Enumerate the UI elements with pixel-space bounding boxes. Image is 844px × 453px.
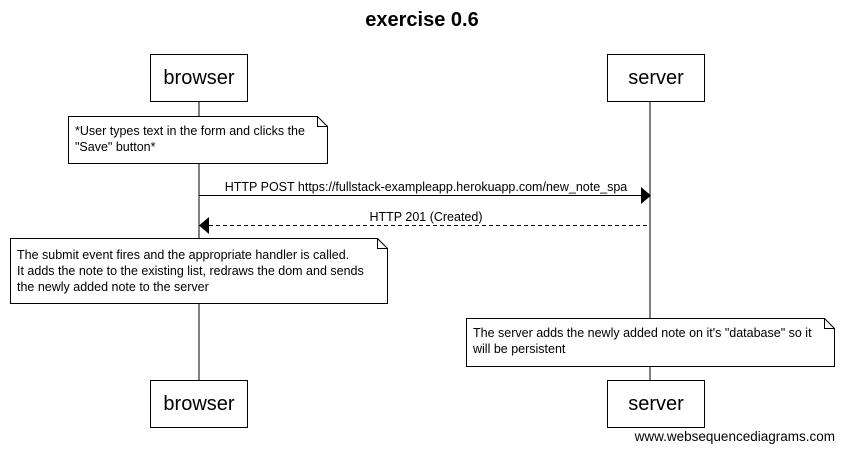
note-server-persist-shape bbox=[466, 318, 835, 367]
server-participant-top: server bbox=[607, 54, 705, 102]
browser-participant-bottom: browser bbox=[150, 380, 248, 428]
note-submit-event-shape bbox=[10, 238, 388, 304]
note-server-persist: The server adds the newly added note on … bbox=[473, 326, 812, 356]
server-participant-bottom: server bbox=[607, 380, 705, 428]
note-submit-event: The submit event fires and the appropria… bbox=[17, 248, 364, 294]
post-request-label: HTTP POST https://fullstack-exampleapp.h… bbox=[224, 180, 628, 194]
note-user-action-shape bbox=[68, 116, 328, 164]
note-user-action: *User types text in the form and clicks … bbox=[75, 124, 305, 154]
browser-participant-top: browser bbox=[150, 54, 248, 102]
diagram-title: exercise 0.6 bbox=[365, 9, 479, 31]
post-request-arrow bbox=[199, 187, 651, 204]
post-response-arrow bbox=[199, 217, 650, 234]
post-response-label: HTTP 201 (Created) bbox=[369, 210, 483, 224]
footer-credit: www.websequencediagrams.com bbox=[634, 429, 835, 444]
